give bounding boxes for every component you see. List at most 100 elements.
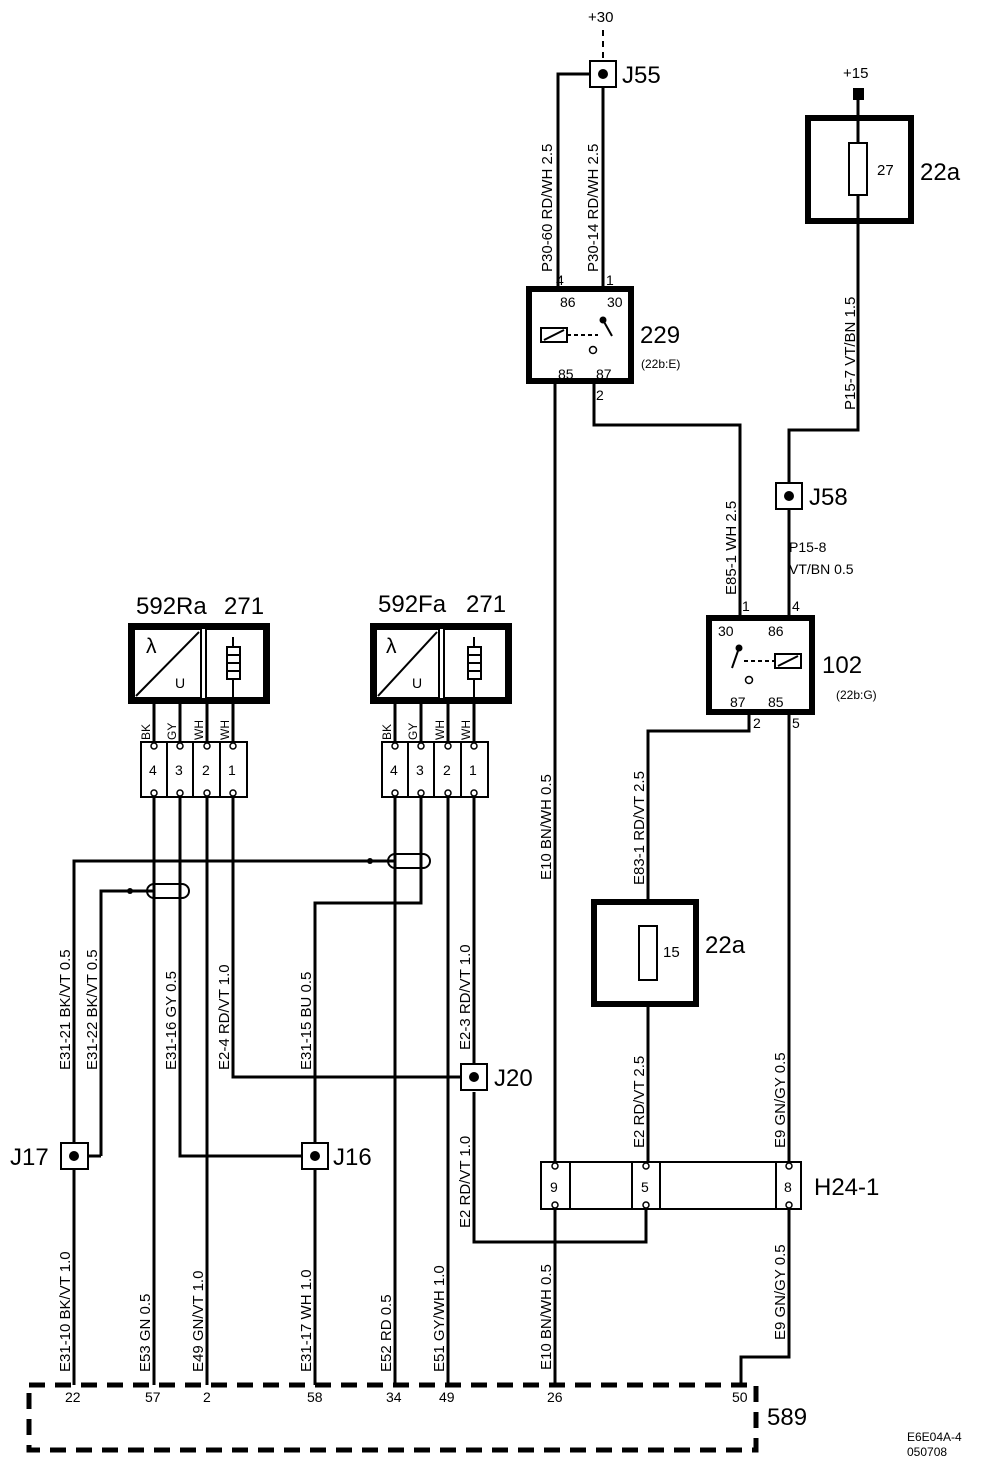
junction-j16: J16	[301, 1142, 372, 1171]
label-e2-lower: E2 RD/VT 1.0	[457, 1136, 474, 1228]
label-e85-1: E85-1 WH 2.5	[723, 501, 740, 595]
sensor-592ra-wires: BK GY WH WH	[139, 701, 235, 742]
label-e53: E53 GN 0.5	[137, 1294, 154, 1372]
junction-j55: J55	[589, 60, 661, 89]
supply-plus15: +15	[843, 65, 868, 143]
label-e31-22: E31-22 BK/VT 0.5	[84, 949, 101, 1070]
relay-switch-icon	[602, 319, 613, 337]
wire-e2-lower	[472, 1092, 648, 1244]
shield-band-icon	[146, 883, 190, 899]
relay-coil-icon	[774, 653, 802, 669]
j17-label: J17	[10, 1144, 49, 1171]
svg-text:WH: WH	[433, 720, 447, 740]
label-e49: E49 GN/VT 1.0	[190, 1271, 207, 1372]
svg-text:85: 85	[558, 366, 574, 382]
svg-text:58: 58	[307, 1389, 323, 1405]
svg-text:9: 9	[550, 1179, 558, 1195]
svg-text:GY: GY	[406, 723, 420, 740]
svg-text:1: 1	[742, 598, 750, 614]
svg-text:4: 4	[390, 762, 398, 778]
label-e31-10: E31-10 BK/VT 1.0	[57, 1251, 74, 1372]
svg-text:4: 4	[792, 598, 800, 614]
svg-text:86: 86	[768, 623, 784, 639]
svg-text:34: 34	[386, 1389, 402, 1405]
fuse-box-22a-mid: 15 22a	[591, 899, 746, 1007]
connector-h24-1-label: H24-1	[814, 1174, 879, 1201]
svg-text:30: 30	[607, 294, 623, 310]
wire-e2-4	[231, 797, 461, 1079]
j58-label: J58	[809, 484, 848, 511]
svg-text:2: 2	[443, 762, 451, 778]
svg-text:WH: WH	[218, 720, 232, 740]
label-e83-1: E83-1 RD/VT 2.5	[631, 771, 648, 885]
relay-229-label: 229	[640, 322, 680, 349]
svg-text:U: U	[412, 675, 422, 691]
svg-text:4: 4	[556, 272, 564, 288]
label-p30-14: P30-14 RD/WH 2.5	[585, 144, 602, 272]
lambda-icon: λ	[386, 635, 397, 658]
plus15-label: +15	[843, 65, 868, 82]
svg-text:5: 5	[641, 1179, 649, 1195]
j20-label: J20	[494, 1065, 533, 1092]
fuse-box-22a-top-label: 22a	[920, 159, 961, 186]
footer-date: 050708	[907, 1445, 947, 1459]
svg-text:WH: WH	[192, 720, 206, 740]
relay-switch-icon	[731, 647, 740, 669]
label-e9-upper: E9 GN/GY 0.5	[772, 1052, 789, 1148]
svg-text:22: 22	[65, 1389, 81, 1405]
sensor-592fa: 592Fa 271 λ U	[370, 591, 512, 704]
svg-text:5: 5	[792, 715, 800, 731]
ecu-589: 22 57 2 58 34 49 26 50 589	[26, 1382, 807, 1453]
label-e10-upper: E10 BN/WH 0.5	[538, 774, 555, 880]
junction-j20: J20	[460, 1063, 533, 1092]
svg-text:8: 8	[784, 1179, 792, 1195]
label-e9-lower: E9 GN/GY 0.5	[772, 1244, 789, 1340]
fuse-box-22a-mid-label: 22a	[705, 932, 746, 959]
fuse-icon	[848, 142, 868, 196]
footer-code: E6E04A-4	[907, 1430, 962, 1444]
svg-text:26: 26	[547, 1389, 563, 1405]
sensor-592ra-label: 592Ra	[136, 593, 207, 620]
shield-band-icon	[387, 853, 431, 869]
wire-e83-1	[646, 712, 751, 900]
wire-p15-7	[787, 195, 860, 483]
wire-e9-lower	[739, 1209, 791, 1385]
svg-text:BK: BK	[380, 724, 394, 740]
svg-text:87: 87	[730, 694, 746, 710]
wire-e85-1	[592, 381, 742, 617]
fuse-box-22a-top: 27 22a	[805, 115, 961, 224]
relay-102: 1 4 30 86 87 85 102 (22b:G) 2 5	[706, 598, 877, 731]
svg-text:87: 87	[596, 366, 612, 382]
label-e52: E52 RD 0.5	[378, 1294, 395, 1372]
svg-text:30: 30	[718, 623, 734, 639]
svg-text:2: 2	[596, 387, 604, 403]
wire-e31-15	[313, 797, 423, 1143]
j16-label: J16	[333, 1144, 372, 1171]
svg-text:3: 3	[175, 762, 183, 778]
svg-text:57: 57	[145, 1389, 161, 1405]
svg-text:GY: GY	[165, 723, 179, 740]
svg-text:49: 49	[439, 1389, 455, 1405]
lambda-icon: λ	[146, 635, 157, 658]
svg-text:2: 2	[202, 762, 210, 778]
plus30-label: +30	[588, 9, 613, 26]
svg-text:2: 2	[203, 1389, 211, 1405]
label-p15-8: P15-8	[789, 539, 827, 555]
label-e51: E51 GY/WH 1.0	[431, 1265, 448, 1372]
connector-h24-1: 9 5 8 H24-1	[540, 1161, 879, 1210]
svg-text:3: 3	[416, 762, 424, 778]
wire-e31-21	[72, 859, 395, 1143]
label-e31-16: E31-16 GY 0.5	[163, 971, 180, 1070]
fuse-icon	[638, 925, 658, 981]
junction-j17: J17	[10, 1142, 103, 1171]
junction-j58: J58	[775, 482, 848, 511]
sensor-592fa-label: 592Fa	[378, 591, 447, 618]
svg-text:1: 1	[606, 272, 614, 288]
label-e31-15: E31-15 BU 0.5	[298, 972, 315, 1070]
heater-271-label: 271	[224, 593, 264, 620]
svg-text:WH: WH	[459, 720, 473, 740]
sensor-592ra: 592Ra 271 λ U	[128, 593, 270, 704]
label-p15-7: P15-7 VT/BN 1.5	[842, 297, 859, 410]
svg-text:4: 4	[149, 762, 157, 778]
